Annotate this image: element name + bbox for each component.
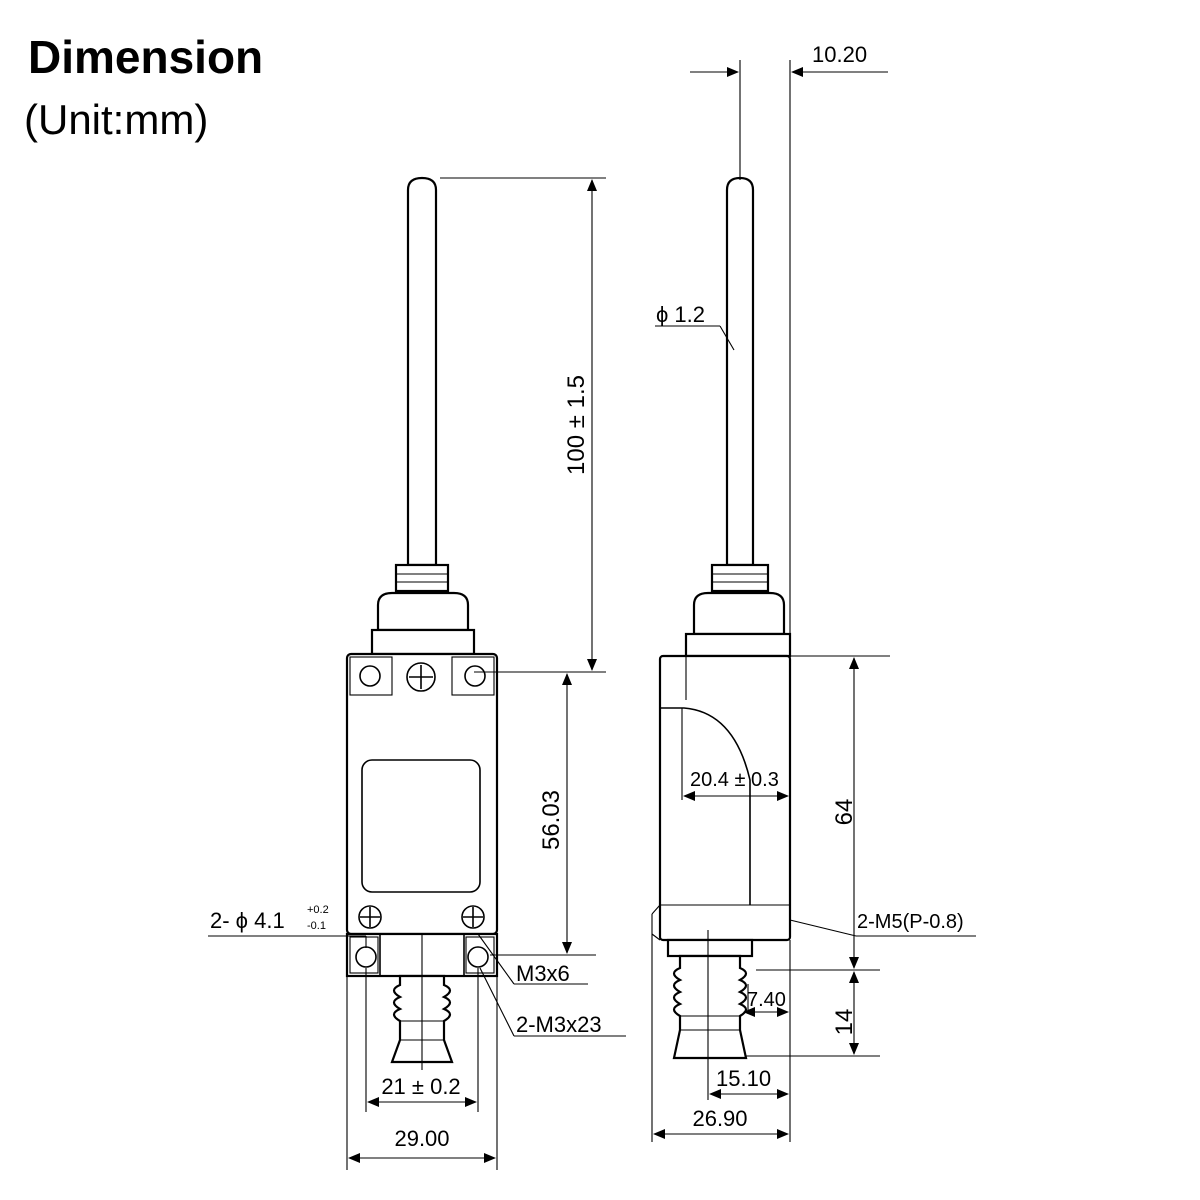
screw-small-label: M3x6 <box>516 961 570 986</box>
front-view <box>345 176 499 1070</box>
side-dimensions: 10.20 ϕ 1.2 20.4 ± 0.3 64 2-M5(P-0.8) 14… <box>651 42 976 1142</box>
unit-label: (Unit:mm) <box>24 96 209 143</box>
side-width-label: 26.90 <box>692 1106 747 1131</box>
side-spring <box>692 176 786 636</box>
plunger-pos-label: 15.10 <box>716 1066 771 1091</box>
side-depth-label: 20.4 ± 0.3 <box>690 769 779 791</box>
thread-label: 2-M5(P-0.8) <box>857 911 964 933</box>
front-spring <box>370 176 476 656</box>
hole-spec-label: 2- ϕ 4.1 <box>210 908 285 933</box>
spring-length-label: 100 ± 1.5 <box>563 375 590 475</box>
top-width-label: 10.20 <box>812 42 867 67</box>
plunger-height-label: 14 <box>831 1009 858 1036</box>
front-body <box>345 652 499 936</box>
hole-pitch-label: 21 ± 0.2 <box>381 1074 460 1099</box>
hole-tol-plus: +0.2 <box>307 904 329 916</box>
mount-height-label: 56.03 <box>538 790 565 850</box>
hole-tol-minus: -0.1 <box>307 920 326 932</box>
bottom-screw-right-icon <box>461 905 485 929</box>
mount-hole-top-left <box>359 665 381 687</box>
page-title: Dimension <box>28 31 264 83</box>
front-plunger <box>390 934 454 1070</box>
spring-dia-label: ϕ 1.2 <box>656 302 705 327</box>
bottom-screw-left-icon <box>358 905 382 929</box>
top-screw-icon <box>406 662 436 692</box>
mount-hole-top-right <box>464 665 486 687</box>
plunger-offset-label: 7.40 <box>747 989 786 1011</box>
body-height-label: 64 <box>831 799 858 826</box>
front-window <box>361 759 481 893</box>
front-width-label: 29.00 <box>394 1126 449 1151</box>
front-dimensions: 100 ± 1.5 56.03 2- ϕ 4.1 +0.2 -0.1 M3x6 … <box>208 177 626 1170</box>
side-plunger <box>666 930 754 1100</box>
screw-long-label: 2-M3x23 <box>516 1012 602 1037</box>
